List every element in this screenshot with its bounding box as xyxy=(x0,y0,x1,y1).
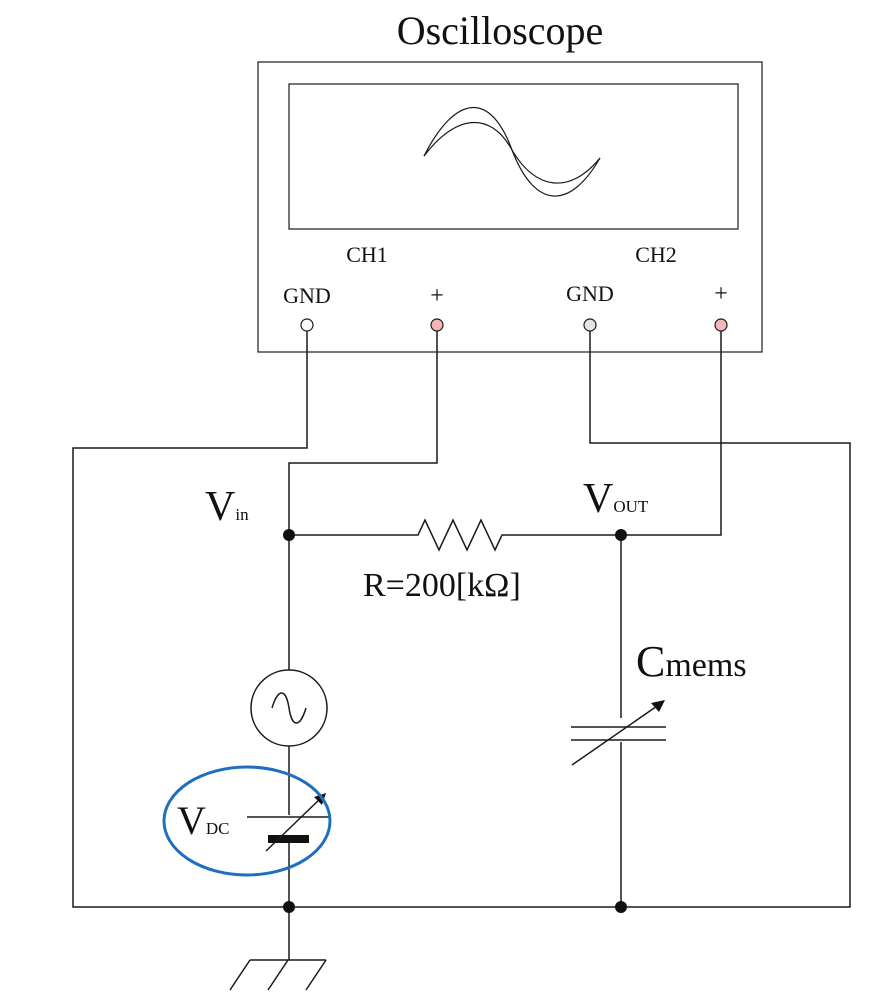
waveform-ch2 xyxy=(423,122,601,184)
capacitor-label: Cmems xyxy=(636,637,747,686)
waveform-ch1 xyxy=(423,106,601,197)
ch2-plus-terminal xyxy=(714,318,728,332)
oscilloscope-screen xyxy=(288,83,739,230)
arrow-icon xyxy=(651,700,665,712)
variable-capacitor xyxy=(571,700,666,766)
junctions xyxy=(283,529,627,913)
vout-probe-wire xyxy=(621,331,722,536)
ch1-plus-label: + xyxy=(430,283,444,309)
vdc-label: VDC xyxy=(177,798,230,843)
node-vin xyxy=(283,529,295,541)
ch1-gnd-label: GND xyxy=(283,283,331,308)
resistor-symbol xyxy=(405,518,621,552)
ch1-label: CH1 xyxy=(346,242,388,267)
wires xyxy=(72,331,851,960)
vin-label: Vin xyxy=(205,484,249,530)
ch2-plus-label: + xyxy=(714,281,728,307)
arrow-icon xyxy=(314,793,326,805)
ground-loop-wire xyxy=(72,331,851,908)
vdc-highlight xyxy=(162,765,332,877)
ch1-gnd-terminal xyxy=(300,318,314,332)
ac-source xyxy=(250,669,328,747)
sine-icon xyxy=(271,692,307,724)
node-ground-left xyxy=(283,901,295,913)
node-ground-right xyxy=(615,901,627,913)
oscilloscope xyxy=(257,61,763,353)
dc-source xyxy=(247,793,331,852)
ch2-label: CH2 xyxy=(635,242,677,267)
ch2-gnd-terminal xyxy=(583,318,597,332)
ch2-gnd-label: GND xyxy=(566,281,614,306)
vout-label: VOUT xyxy=(583,476,649,522)
ground-icon xyxy=(229,959,327,991)
ch1-plus-terminal xyxy=(430,318,444,332)
oscilloscope-frame xyxy=(257,61,763,353)
oscilloscope-title: Oscilloscope xyxy=(397,8,604,53)
node-vout xyxy=(615,529,627,541)
vin-probe-wire xyxy=(288,331,438,535)
resistor-label: R=200[kΩ] xyxy=(363,567,521,604)
